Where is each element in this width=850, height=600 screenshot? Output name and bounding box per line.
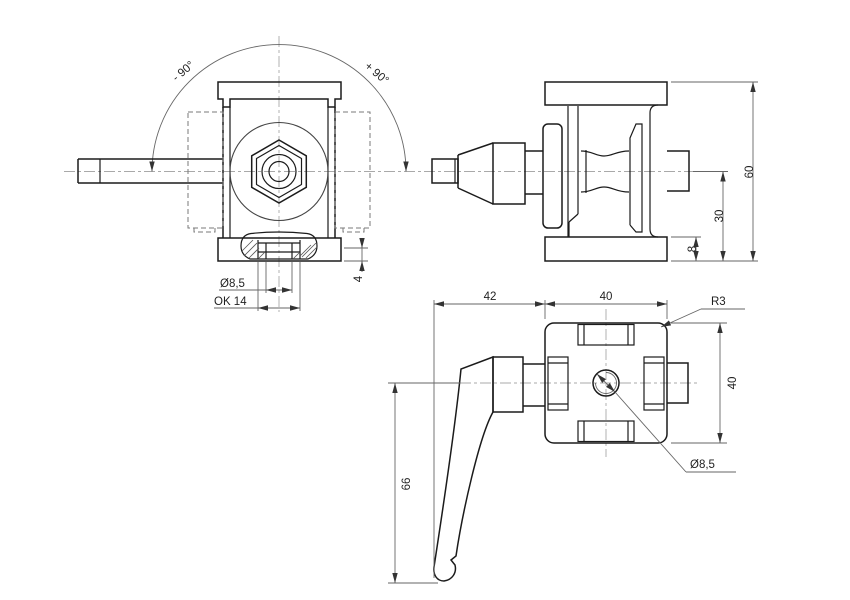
angle-negative-label: - 90° [170, 59, 196, 84]
side-view: 60 30 8 [431, 81, 758, 262]
top-hole-label: Ø8,5 [690, 459, 715, 471]
dim-top-hole: Ø8,5 [596, 373, 736, 473]
dim-lever-length: 66 [388, 382, 460, 584]
front-hole-label: Ø8,5 [220, 278, 245, 290]
side-center-height-label: 30 [714, 210, 726, 223]
dim-side-heights: 60 30 8 [671, 81, 758, 262]
top-body-width-label: 40 [600, 291, 613, 303]
front-view: - 90° + 90° [77, 44, 409, 311]
dim-front-slot-depth: 4 [344, 238, 368, 282]
dim-top-widths: 42 40 [433, 291, 668, 578]
clamp-body-side [542, 81, 690, 262]
front-slot-depth-label: 4 [353, 275, 365, 282]
hatching [241, 239, 318, 260]
lever-side [431, 142, 543, 205]
dim-corner-radius: R3 [660, 296, 745, 328]
tnut-insert-section [240, 231, 318, 260]
front-hex-label: OK 14 [214, 296, 247, 308]
clamp-body-top [544, 322, 689, 444]
pivot-disc [229, 121, 329, 222]
corner-radius-label: R3 [711, 296, 726, 308]
lever-arm-front [77, 158, 223, 184]
dim-front-hole: Ø8,5 [219, 262, 293, 293]
dim-top-depth: 40 [671, 322, 739, 444]
side-overall-height-label: 60 [744, 166, 756, 179]
angle-positive-label: + 90° [362, 60, 391, 87]
swing-arc [149, 44, 409, 172]
top-lever-offset-label: 42 [484, 291, 497, 303]
lever-length-label: 66 [401, 478, 413, 491]
side-flange-label: 8 [687, 246, 699, 252]
hidden-profiles [187, 111, 371, 233]
top-view: 42 40 R3 40 66 Ø8,5 [388, 291, 745, 584]
lever-top [433, 355, 545, 582]
top-depth-label: 40 [727, 377, 739, 390]
dim-front-hex: OK 14 [214, 262, 301, 311]
